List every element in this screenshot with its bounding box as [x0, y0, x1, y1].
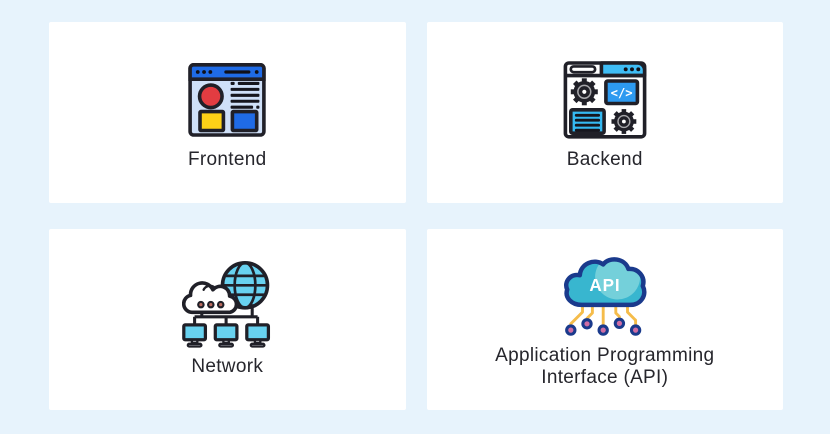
- api-text: API: [589, 276, 620, 295]
- circuit-traces: [569, 303, 637, 328]
- network-cloud-globe-icon: [182, 260, 271, 348]
- cloud-icon: [182, 280, 239, 314]
- yellow-block: [198, 109, 226, 133]
- card-label: Network: [191, 355, 264, 377]
- card-label: Application Programming Interface (API): [495, 344, 715, 388]
- card-network[interactable]: Network: [49, 229, 406, 410]
- monitor-icon: [182, 323, 208, 348]
- list-lines: [574, 113, 600, 132]
- card-label: Backend: [566, 148, 643, 170]
- frontend-browser-icon: [188, 62, 266, 137]
- api-cloud-circuit-icon: API: [563, 256, 647, 336]
- monitor-icon: [245, 323, 271, 348]
- gear-icon: [611, 108, 637, 134]
- card-backend[interactable]: </>: [426, 22, 783, 203]
- api-cloud-icon: API: [563, 256, 647, 307]
- code-box: [603, 78, 639, 106]
- window-dots-icon: [196, 69, 213, 74]
- card-frontend[interactable]: Frontend: [49, 22, 406, 203]
- gear-icon: [570, 78, 598, 106]
- card-api[interactable]: API Application Programming Interface (A…: [426, 229, 783, 410]
- backend-gears-code-icon: </>: [563, 60, 647, 139]
- text-lines: [230, 81, 260, 109]
- window-dots-icon: [623, 67, 641, 72]
- monitor-icon: [213, 323, 239, 348]
- blue-block: [230, 109, 259, 133]
- image-placeholder-circle: [198, 83, 225, 110]
- circuit-nodes: [564, 317, 642, 336]
- card-label: Frontend: [188, 148, 267, 170]
- code-glyph: </>: [610, 86, 632, 100]
